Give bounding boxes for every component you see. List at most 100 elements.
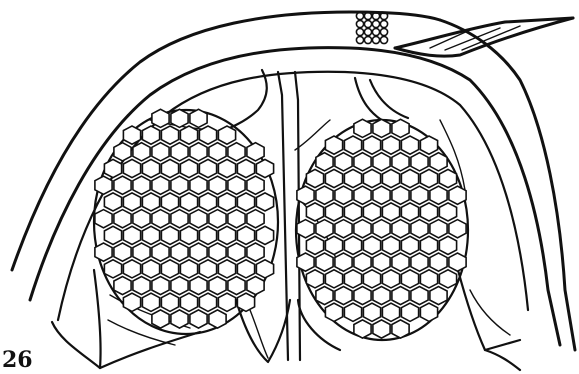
fruit-cell [306,169,323,187]
fruit-cell [237,260,254,278]
fruit-cell [199,126,216,144]
fruit-cell [411,253,428,271]
fruit-cell [439,203,456,221]
fruit-cell [161,293,178,311]
fruit-cell [133,243,150,261]
fruit-cell [161,226,178,244]
fruit-cell [142,193,159,211]
fruit-cell [354,186,371,204]
fruit-cell [114,143,131,161]
fruit-cell [420,169,437,187]
fruit-cell [316,253,333,271]
figure-number: 26 [2,349,33,371]
fruit-cell [373,186,390,204]
fruit-cell [95,210,112,228]
fruit-cell [354,153,371,171]
fruit-cell [297,186,314,204]
fruit-cell [171,243,188,261]
fruit-cell [161,193,178,211]
fruit-cell [114,277,131,295]
fruit-cell [392,220,409,238]
fruit-cell [420,270,437,288]
fruit-cell [449,220,466,238]
fruit-cell [344,236,361,254]
fruit-cell [411,153,428,171]
fruit-cell [420,236,437,254]
fruit-cell [430,220,447,238]
fruit-cell [133,210,150,228]
fruit-cell [382,303,399,321]
fruit-cell [363,236,380,254]
fruit-cell [209,176,226,194]
fruit-cell [401,270,418,288]
fruit-cell [306,203,323,221]
fruit-cell [123,126,140,144]
fruit-cell [392,119,409,137]
fruit-cell [335,153,352,171]
fruit-cell [228,176,245,194]
fruit-cell [190,109,207,127]
fruit-cell [237,226,254,244]
fruit-cell [171,310,188,328]
fruit-cell [335,186,352,204]
fruit-cell [199,293,216,311]
fruit-cell [316,153,333,171]
bead-cluster [356,12,387,43]
fruit-cell [297,253,314,271]
fruit-cell [228,210,245,228]
fruit-cell [161,260,178,278]
fruit-cell [218,126,235,144]
fruit-cell [344,169,361,187]
fruit-cell [401,136,418,154]
fruit-cell [344,203,361,221]
fruit-cell [114,176,131,194]
fruit-cell [180,126,197,144]
fruit-cell [152,176,169,194]
fruit-cell [306,270,323,288]
fruit-cell [209,143,226,161]
fruit-cell [325,136,342,154]
fruit-cell [228,143,245,161]
fruit-cell [439,169,456,187]
bead [364,20,371,27]
fruit-cell [171,143,188,161]
fruit-cell [247,176,264,194]
fruit-cell [401,169,418,187]
fruit-cell [256,226,273,244]
fruit-cell [123,226,140,244]
fruit-cell [344,303,361,321]
fruit-cell [335,287,352,305]
fruit-cell [228,243,245,261]
fruit-cell [382,270,399,288]
fruit-cell [382,236,399,254]
fruit-cell [152,310,169,328]
fruit-cell [209,277,226,295]
fruit-cell [306,236,323,254]
bead [380,36,387,43]
fruit-cell [237,293,254,311]
fruit-cell [247,243,264,261]
bead [356,28,363,35]
fruit-cell [218,260,235,278]
fruit-cell [373,220,390,238]
fruit-cell [354,119,371,137]
fruit-cell [392,253,409,271]
fruit-cell [363,136,380,154]
fruit-cell [325,169,342,187]
fruit-cell [209,243,226,261]
fruit-cell [392,153,409,171]
fruit-cluster-right [296,119,468,340]
fruit-cell [411,287,428,305]
fruit-cell [247,143,264,161]
fruit-cell [439,236,456,254]
fruit-cell [325,270,342,288]
fruit-cell [190,310,207,328]
fruit-cell [401,203,418,221]
fruit-cell [325,236,342,254]
fruit-cell [420,303,437,321]
fruit-cell [104,159,121,177]
fruit-cell [123,260,140,278]
fruit-cell [256,159,273,177]
fruit-cell [297,220,314,238]
